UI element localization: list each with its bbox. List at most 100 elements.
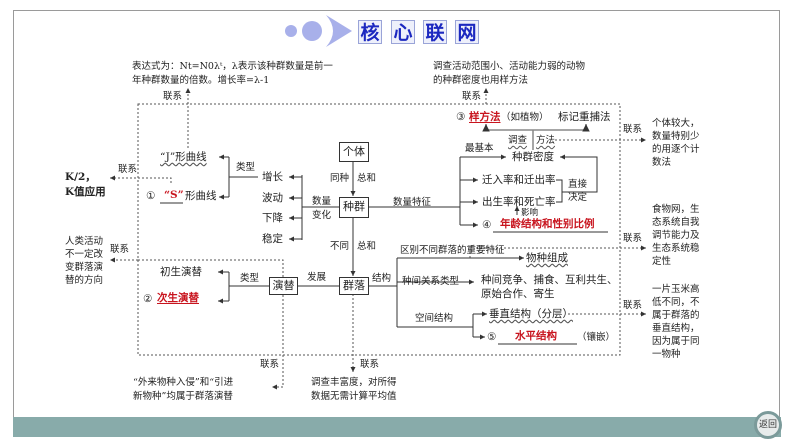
- answer-horizontal: 水平结构: [515, 330, 557, 342]
- label-j-curve: “J”形曲线: [160, 151, 207, 163]
- note-human-3: 变群落演: [65, 262, 104, 273]
- label-quantity-2: 变化: [312, 210, 332, 221]
- title-char-3: 联: [423, 20, 447, 44]
- title-char-4: 网: [455, 20, 479, 44]
- note-corn-6: 一物种: [652, 349, 681, 360]
- note-corn-1: 一片玉米高: [652, 284, 700, 295]
- link-label: 联系: [623, 233, 643, 244]
- note-foodweb-3: 调节能力及: [652, 230, 700, 241]
- answer-s: “S”: [164, 189, 184, 201]
- label-migration: 迁入率和迁出率: [482, 174, 556, 186]
- label-stable: 稳定: [262, 233, 283, 245]
- title-char-1: 核: [358, 20, 382, 44]
- note-corn-3: 属于群落的: [652, 310, 700, 321]
- link-label: 联系: [163, 91, 183, 102]
- label-spatial: 空间结构: [415, 313, 454, 324]
- note-count-1: 个体较大，: [652, 118, 700, 129]
- label-interspecific-type: 种间关系类型: [402, 276, 460, 287]
- label-quantity-features: 数量特征: [393, 197, 432, 208]
- label-density: 种群密度: [512, 151, 554, 163]
- note-foodweb-5: 定性: [652, 256, 672, 267]
- label-distinguish: 区别不同群落的重要特征: [400, 245, 505, 256]
- note-corn-5: 因为属于同: [652, 336, 700, 347]
- label-method: 方法: [536, 135, 556, 146]
- label-s-num: ①: [146, 190, 156, 202]
- label-type: 类型: [240, 273, 260, 284]
- node-community: 群落: [339, 277, 369, 295]
- label-horizontal-num: ⑤: [487, 331, 497, 343]
- label-most-basic: 最基本: [465, 143, 494, 154]
- note-sample-1: 调查活动范围小、活动能力弱的动物: [433, 61, 586, 72]
- label-interspecific-1: 种间竞争、捕食、互利共生、: [481, 274, 618, 286]
- node-succession: 演替: [269, 277, 298, 295]
- label-primary: 初生演替: [160, 266, 202, 278]
- link-label: 联系: [623, 300, 643, 311]
- label-interspecific-2: 原始合作、寄生: [481, 288, 555, 300]
- note-sample-2: 的种群密度也用样方法: [433, 75, 529, 86]
- note-richness-2: 数据无需计算平均值: [311, 391, 397, 402]
- label-different: 不同: [330, 241, 350, 252]
- label-influence: 影响: [521, 208, 539, 218]
- label-mosaic: （镶嵌）: [577, 332, 616, 343]
- note-richness-1: 调查丰富度，对所得: [311, 377, 397, 388]
- link-label: 联系: [623, 124, 643, 135]
- note-invasion-2: 新物种”均属于群落演替: [133, 391, 233, 402]
- slide-frame: [13, 10, 780, 437]
- note-count-4: 数法: [652, 157, 672, 168]
- label-s-curve: 形曲线: [185, 190, 217, 202]
- label-vertical: 垂直结构（分层）: [489, 308, 573, 320]
- label-survey: 调查: [508, 135, 528, 146]
- note-foodweb-2: 态系统自我: [652, 217, 700, 228]
- label-sum: 总和: [357, 173, 377, 184]
- note-foodweb-1: 食物网，生: [652, 204, 700, 215]
- label-species-composition: 物种组成: [526, 252, 568, 264]
- title-arrow-icon: [326, 15, 352, 47]
- note-j-formula-2: 年种群数量的倍数。增长率=λ-1: [132, 75, 270, 86]
- link-label: 联系: [462, 91, 482, 102]
- node-population: 种群: [339, 197, 369, 218]
- label-secondary-num: ②: [143, 293, 153, 305]
- answer-age: 年龄结构和性别比例: [500, 218, 595, 230]
- note-foodweb-4: 生态系统稳: [652, 243, 700, 254]
- note-corn-4: 垂直结构，: [652, 323, 700, 334]
- note-count-2: 数量特别少: [652, 131, 700, 142]
- link-label: 联系: [110, 244, 130, 255]
- bottom-bar: [13, 417, 781, 437]
- answer-sample: 样方法: [469, 111, 501, 123]
- title-dot-small: [285, 25, 297, 37]
- label-decide: 决定: [568, 192, 588, 203]
- label-same-species: 同种: [330, 173, 350, 184]
- return-button[interactable]: 返回: [754, 411, 782, 439]
- note-invasion-1: “外来物种入侵”和“引进: [133, 377, 234, 388]
- link-label: 联系: [118, 164, 138, 175]
- note-human-1: 人类活动: [65, 236, 104, 247]
- label-sample-note: （如植物）: [501, 112, 549, 123]
- label-develop: 发展: [307, 272, 327, 283]
- label-growth: 增长: [262, 171, 283, 183]
- label-mark-recapture: 标记重捕法: [558, 111, 611, 123]
- label-decline: 下降: [262, 212, 283, 224]
- label-direct: 直接: [568, 179, 588, 190]
- label-birth-death: 出生率和死亡率: [482, 196, 556, 208]
- note-j-formula-1: 表达式为：Nt=N0λᵗ，λ表示该种群数量是前一: [132, 61, 333, 72]
- link-label: 联系: [360, 359, 380, 370]
- label-sum: 总和: [357, 241, 377, 252]
- note-k-2: K值应用: [65, 186, 106, 198]
- note-human-2: 不一定改: [65, 249, 104, 260]
- label-structure: 结构: [372, 273, 392, 284]
- label-type: 类型: [236, 162, 256, 173]
- label-age-num: ④: [482, 219, 492, 231]
- note-human-4: 替的方向: [65, 275, 104, 286]
- title-dot-large: [302, 21, 322, 41]
- note-k-1: K/2，: [65, 171, 96, 183]
- link-label: 联系: [260, 359, 280, 370]
- answer-secondary: 次生演替: [157, 292, 199, 304]
- label-fluctuation: 波动: [262, 192, 283, 204]
- label-sample-num: ③: [456, 111, 466, 123]
- label-quantity-1: 数量: [312, 196, 332, 207]
- title-char-2: 心: [391, 20, 415, 44]
- note-corn-2: 低不同，不: [652, 297, 700, 308]
- node-individual: 个体: [339, 142, 369, 162]
